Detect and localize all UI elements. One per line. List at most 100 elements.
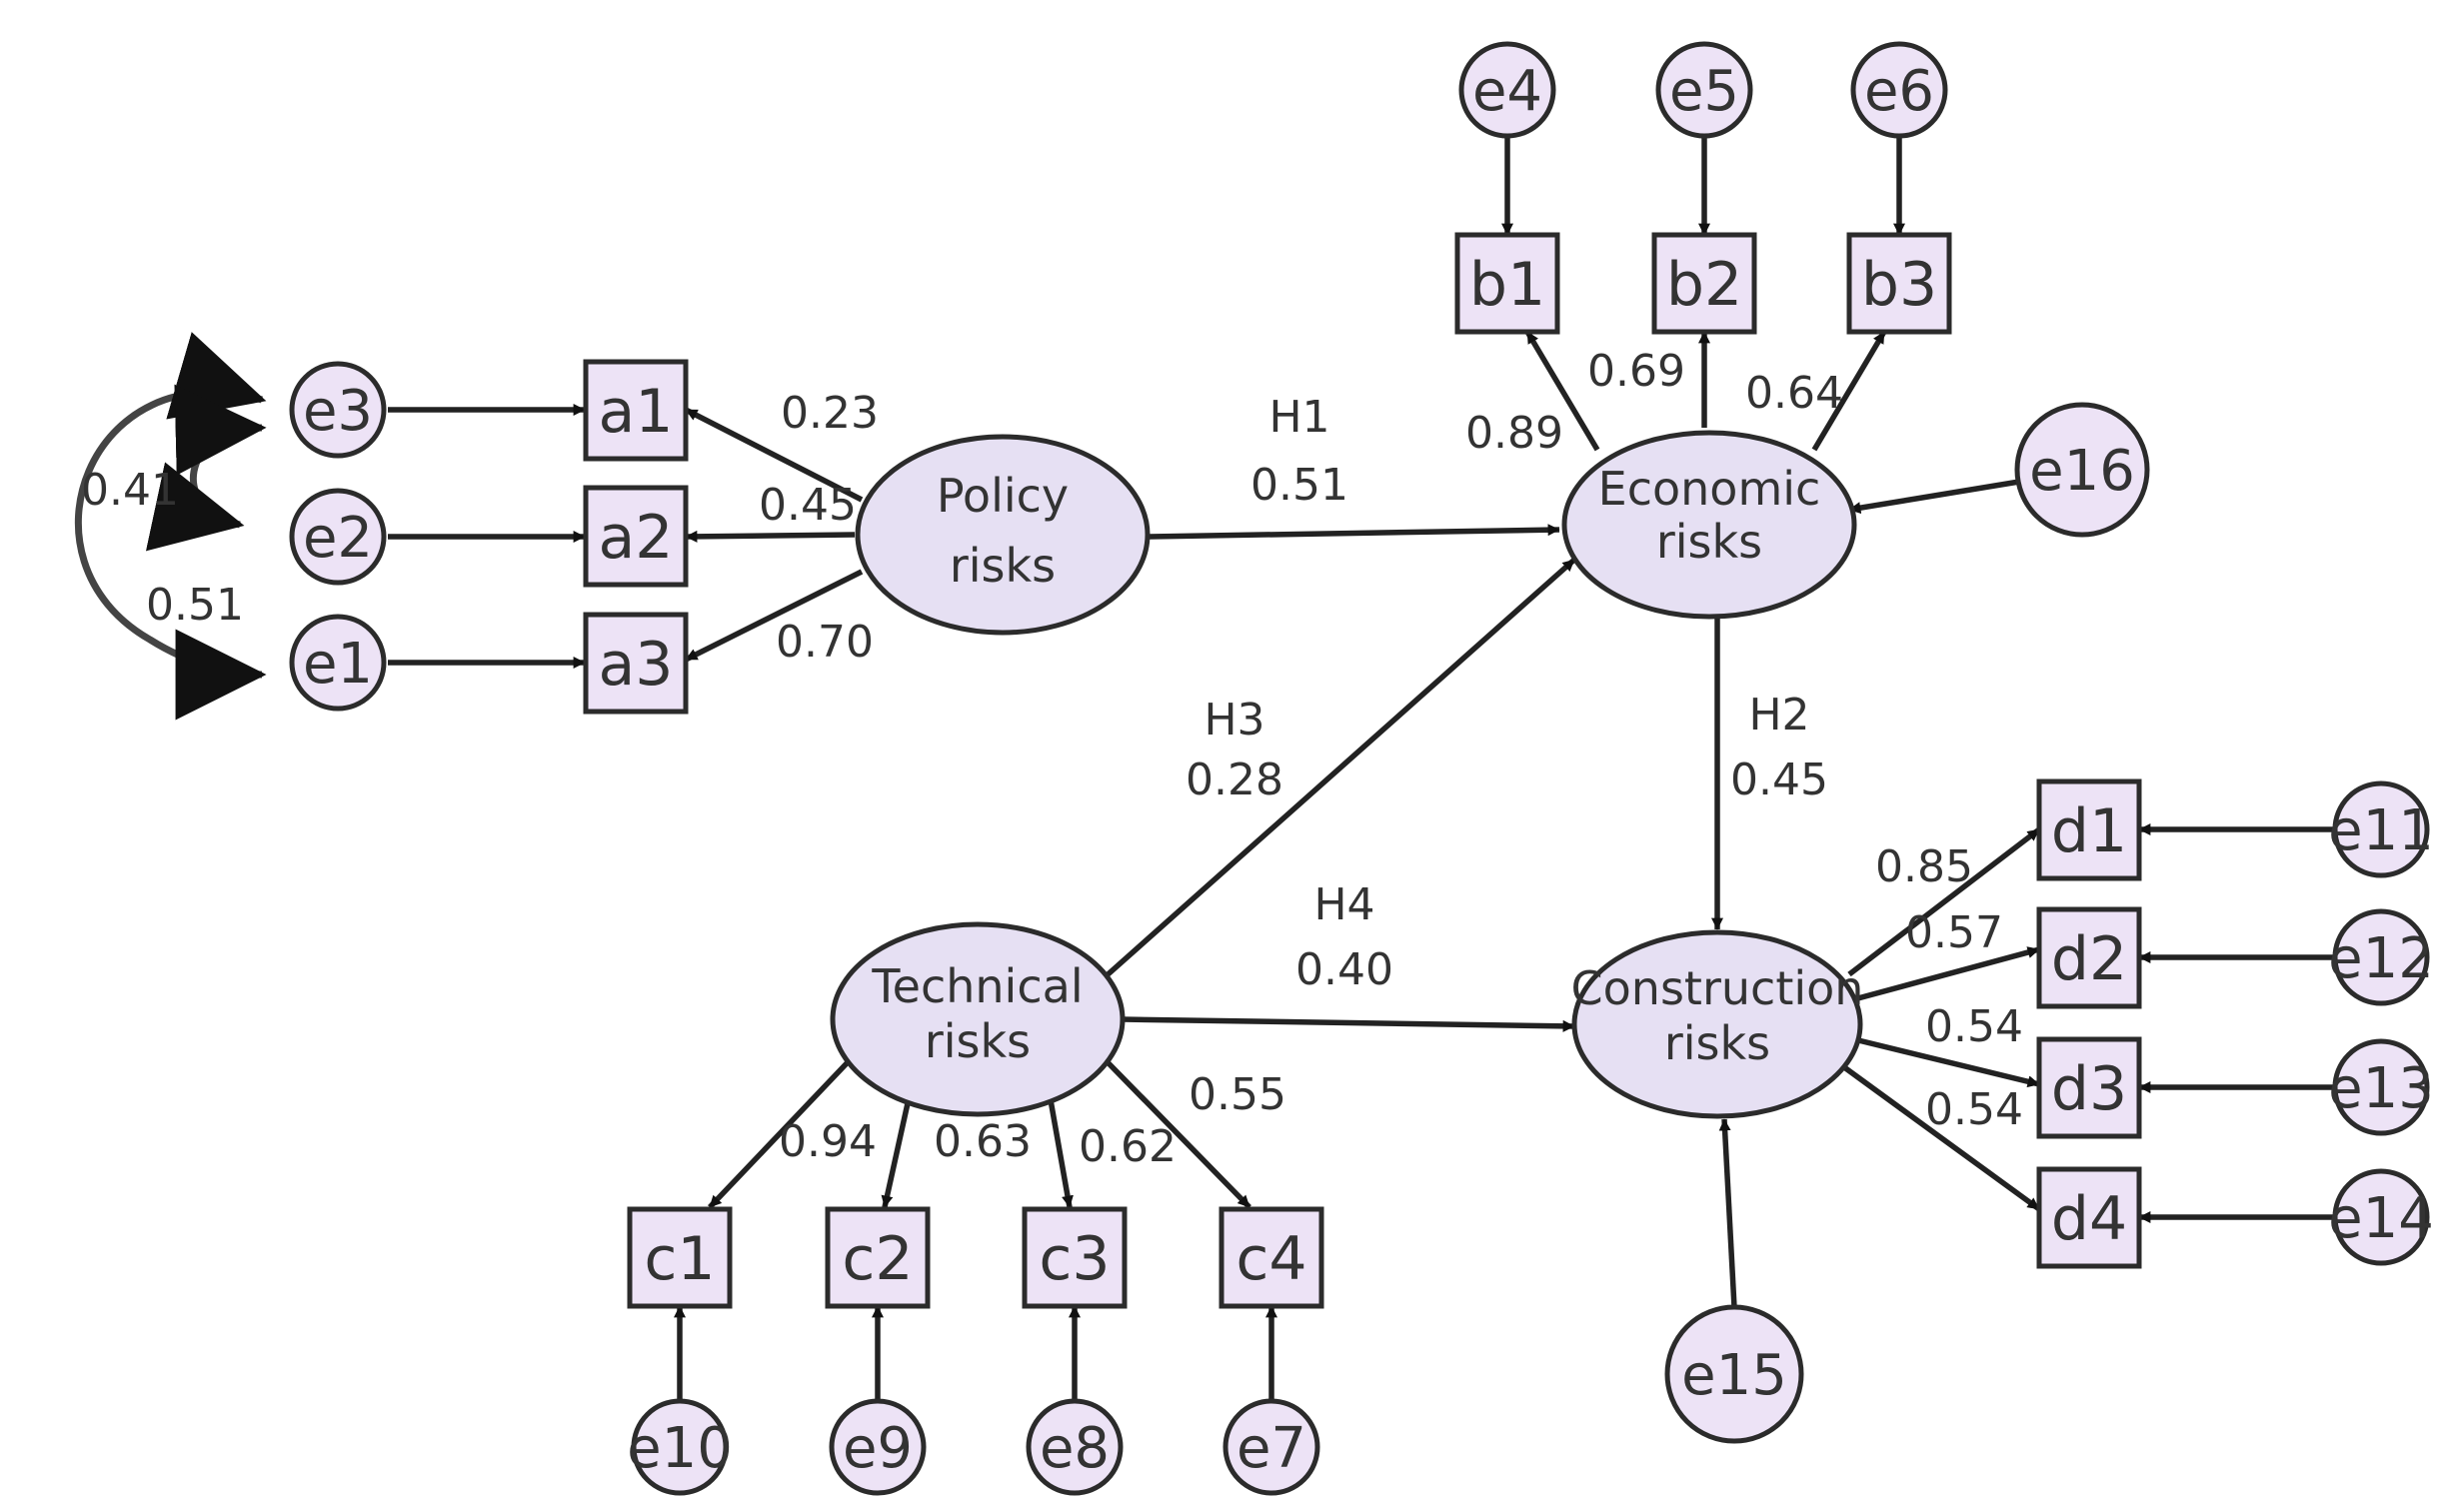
loading-c2: 0.63 (934, 1116, 1032, 1167)
indicator-c1: c1 (627, 1206, 733, 1309)
loading-c3: 0.62 (1079, 1121, 1177, 1172)
loading-b3: 0.64 (1745, 368, 1843, 419)
path-policy-a2 (685, 530, 856, 543)
path-construction-d1 (1847, 826, 2041, 977)
svg-text:e13: e13 (2328, 1056, 2434, 1121)
svg-text:a1: a1 (599, 377, 674, 447)
path-e16-economic (1848, 479, 2020, 515)
svg-text:e11: e11 (2328, 798, 2434, 863)
svg-text:e9: e9 (843, 1416, 913, 1481)
path-policy-a3 (684, 569, 864, 663)
path-policy-a1 (684, 407, 864, 503)
path-technical-c1 (708, 1060, 850, 1209)
loading-a1: 0.23 (781, 388, 879, 439)
error-e11: e11 (2328, 780, 2434, 878)
value-h3: 0.28 (1186, 755, 1283, 805)
loading-d2: 0.57 (1905, 907, 2003, 958)
error-e4: e4 (1458, 41, 1556, 139)
path-construction-d3 (1853, 1036, 2040, 1088)
indicator-c4: c4 (1219, 1206, 1324, 1309)
error-e1: e1 (289, 614, 387, 712)
value-h2: 0.45 (1730, 755, 1828, 805)
indicator-d2: d2 (2036, 906, 2142, 1009)
latent-policy-risks: Policy risks (855, 434, 1151, 636)
value-h4: 0.40 (1295, 944, 1393, 995)
svg-text:e8: e8 (1040, 1416, 1110, 1481)
error-e6: e6 (1850, 41, 1948, 139)
loading-b2: 0.69 (1587, 346, 1685, 397)
svg-text:e16: e16 (2029, 439, 2135, 504)
label-h2: H2 (1748, 690, 1809, 741)
error-e13: e13 (2328, 1038, 2434, 1136)
svg-text:e10: e10 (627, 1416, 733, 1481)
svg-text:e5: e5 (1669, 59, 1739, 124)
svg-text:a2: a2 (599, 503, 674, 573)
path-construction-d2 (1853, 946, 2040, 1002)
svg-text:d2: d2 (2051, 924, 2127, 994)
path-economic-b3 (1811, 330, 1887, 452)
indicator-c2: c2 (825, 1206, 931, 1309)
indicator-d3: d3 (2036, 1036, 2142, 1139)
indicator-d4: d4 (2036, 1166, 2142, 1269)
label-h4: H4 (1313, 879, 1374, 930)
indicator-b3: b3 (1846, 232, 1952, 335)
latent-economic-risks: Economic risks (1561, 430, 1857, 620)
construction-risks-label-2: risks (1664, 1016, 1770, 1070)
latent-technical-risks: Technical risks (830, 921, 1126, 1117)
error-e9: e9 (829, 1398, 927, 1496)
label-h1: H1 (1268, 392, 1329, 443)
loading-c4: 0.55 (1189, 1069, 1286, 1120)
covariance-e3-e2 (145, 384, 267, 552)
svg-text:e3: e3 (303, 379, 373, 444)
indicator-a1: a1 (583, 359, 689, 462)
loading-d1: 0.85 (1875, 841, 1973, 892)
technical-risks-label-2: risks (925, 1014, 1031, 1068)
error-e2: e2 (289, 488, 387, 586)
path-technical-c4 (1106, 1060, 1251, 1209)
technical-risks-label-1: Technical (871, 959, 1083, 1013)
policy-risks-label-1: Policy (937, 469, 1069, 523)
svg-text:e12: e12 (2328, 926, 2434, 991)
indicator-c3: c3 (1022, 1206, 1128, 1309)
error-e15: e15 (1664, 1304, 1804, 1444)
svg-text:c2: c2 (842, 1224, 913, 1294)
indicator-a3: a3 (583, 612, 689, 715)
svg-text:c3: c3 (1039, 1224, 1110, 1294)
error-e3: e3 (289, 361, 387, 459)
svg-text:d4: d4 (2051, 1184, 2127, 1254)
indicator-d1: d1 (2036, 778, 2142, 881)
loading-d4: 0.54 (1925, 1084, 2023, 1135)
error-e10: e10 (627, 1398, 733, 1496)
covariance-label-e3-e2: 0.41 (81, 465, 179, 516)
error-e14: e14 (2328, 1168, 2434, 1266)
svg-text:b2: b2 (1666, 250, 1742, 320)
path-e15-construction (1718, 1118, 1737, 1308)
loading-d3: 0.54 (1925, 1001, 2023, 1052)
covariance-label-e3-e1: 0.51 (146, 580, 244, 631)
path-economic-b1 (1524, 330, 1600, 452)
error-e16: e16 (2014, 402, 2150, 538)
policy-risks-label-2: risks (950, 539, 1056, 593)
economic-risks-label-2: risks (1656, 515, 1762, 569)
svg-text:e7: e7 (1236, 1416, 1306, 1481)
svg-text:e14: e14 (2328, 1186, 2434, 1251)
indicator-b2: b2 (1651, 232, 1757, 335)
path-h3 (1103, 557, 1576, 980)
value-h1: 0.51 (1250, 460, 1348, 511)
latent-construction-risks: Construction risks (1571, 929, 1863, 1119)
svg-text:e1: e1 (303, 632, 373, 697)
svg-text:b1: b1 (1469, 250, 1545, 320)
svg-text:e4: e4 (1472, 59, 1542, 124)
loading-a2: 0.45 (759, 480, 857, 531)
economic-risks-label-1: Economic (1598, 462, 1821, 516)
error-e12: e12 (2328, 908, 2434, 1006)
svg-text:e15: e15 (1681, 1343, 1787, 1408)
indicator-b1: b1 (1454, 232, 1560, 335)
svg-text:b3: b3 (1861, 250, 1937, 320)
label-h3: H3 (1204, 695, 1264, 746)
svg-text:e6: e6 (1864, 59, 1934, 124)
loading-c1: 0.94 (779, 1116, 877, 1167)
svg-text:c4: c4 (1235, 1224, 1306, 1294)
svg-text:e2: e2 (303, 506, 373, 571)
